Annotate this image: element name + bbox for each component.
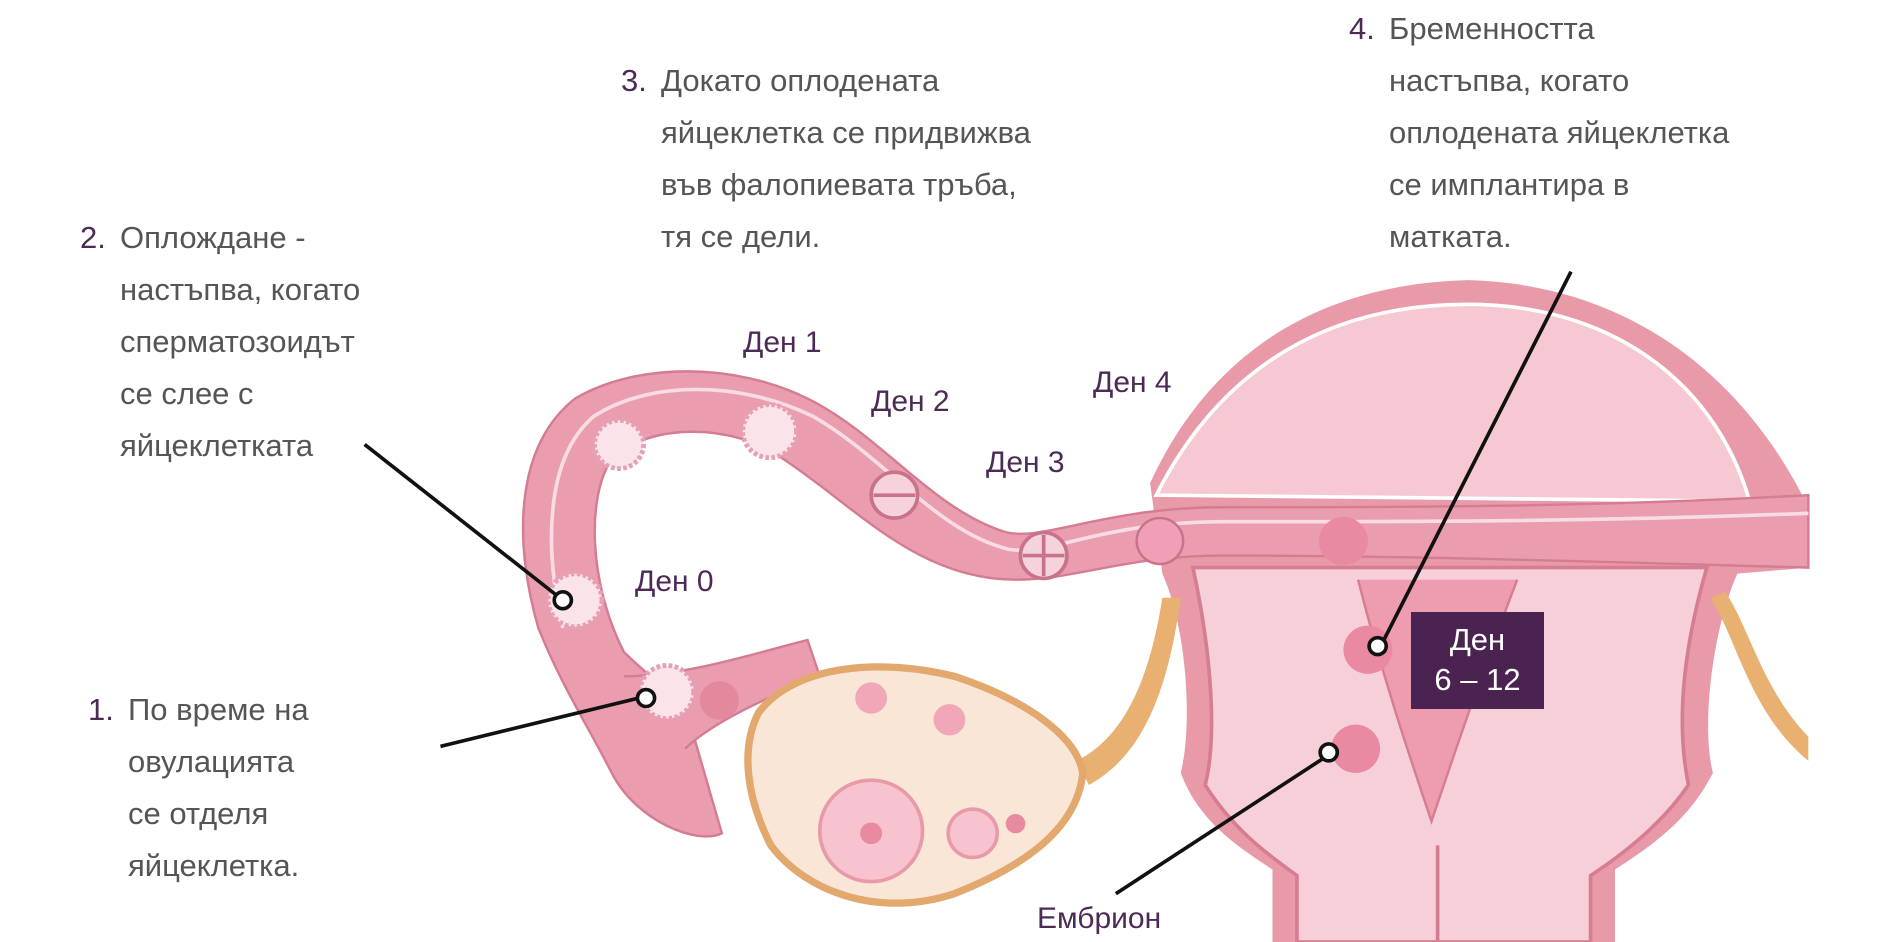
- badge-line-1: Ден: [1449, 622, 1506, 657]
- morula-day4: [1135, 516, 1185, 566]
- embryo: [1331, 724, 1381, 773]
- step-text-line: Докато оплодената: [661, 63, 940, 98]
- leader-lines: [363, 270, 1573, 896]
- blastocyst: [1318, 516, 1368, 566]
- egg-ovulation: [699, 681, 740, 720]
- day-4-label: Ден 4: [1093, 366, 1172, 399]
- step-text-line: Оплождане -: [120, 220, 306, 255]
- step-text-line: се слее с: [120, 376, 254, 411]
- day-1-label: Ден 1: [743, 326, 822, 359]
- step-text-line: матката.: [1389, 219, 1512, 254]
- step-text-line: яйцеклетка.: [128, 848, 300, 883]
- uterus: [1150, 280, 1809, 942]
- step-text-line: настъпва, когато: [120, 272, 361, 307]
- step-4-implantation: 4. Бременността настъпва, когато оплоден…: [1349, 3, 1730, 263]
- ovarian-ligament: [1076, 597, 1181, 785]
- step-number: 2.: [80, 220, 106, 255]
- step-3-division: 3. Докато оплодената яйцеклетка се придв…: [621, 55, 1031, 263]
- ovary: [744, 663, 1087, 907]
- day-6-12-badge: Ден 6 – 12: [1411, 612, 1544, 709]
- egg-fertilization: [545, 571, 605, 630]
- step-number: 3.: [621, 63, 647, 98]
- step-text-line: овулацията: [128, 744, 295, 779]
- day-0-label: Ден 0: [635, 565, 714, 598]
- step-text-line: сперматозоидът: [120, 324, 355, 359]
- step-text-line: Бременността: [1389, 11, 1595, 46]
- badge-line-2: 6 – 12: [1434, 662, 1521, 697]
- day-2-label: Ден 2: [871, 385, 950, 418]
- embryo-label: Ембрион: [1037, 902, 1162, 935]
- step-text-line: яйцеклетка се придвижва: [661, 115, 1031, 150]
- step-text-line: яйцеклетката: [120, 428, 314, 463]
- step-number: 1.: [88, 692, 114, 727]
- step-text-line: тя се дели.: [661, 219, 821, 254]
- egg-day1b: [740, 402, 799, 461]
- step-text-line: във фалопиевата тръба,: [661, 167, 1017, 202]
- egg-day1a: [592, 417, 647, 471]
- step-text-line: По време на: [128, 692, 309, 727]
- step-text-line: настъпва, когато: [1389, 63, 1630, 98]
- step-text-line: оплодената яйцеклетка: [1389, 115, 1730, 150]
- step-1-ovulation: 1. По време на овулацията се отделя яйце…: [88, 684, 309, 892]
- round-ligament: [1710, 591, 1809, 761]
- step-text-line: се отделя: [128, 796, 269, 831]
- day-3-label: Ден 3: [986, 446, 1065, 479]
- step-text-line: се имплантира в: [1389, 167, 1630, 202]
- step-number: 4.: [1349, 11, 1375, 46]
- step-2-fertilization: 2. Оплождане - настъпва, когато спермато…: [80, 212, 361, 472]
